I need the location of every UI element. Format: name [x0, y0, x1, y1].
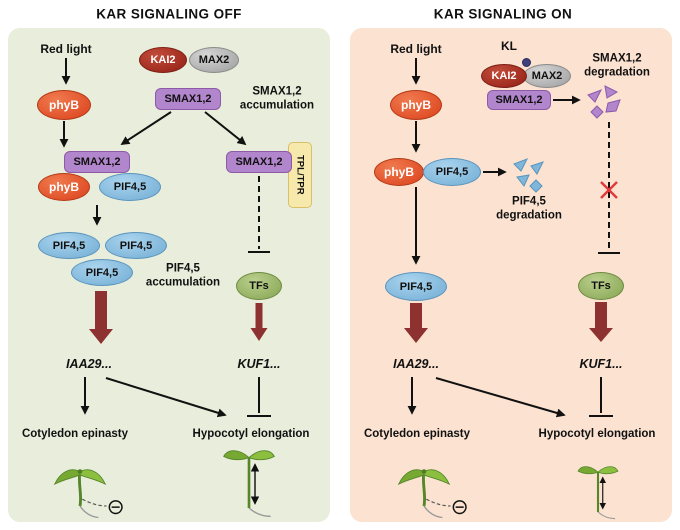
pif45-cluster-node-2: PIF4,5 [105, 232, 167, 259]
smax12-complex-node-off: SMAX1,2 [64, 151, 130, 173]
smax12-node-on: SMAX1,2 [487, 90, 551, 110]
kuf1-gene-label-off: KUF1... [237, 357, 281, 371]
smax-accumulation-label: SMAX1,2 accumulation [240, 86, 314, 113]
tpl-tpr-node: TPL/TPR [288, 142, 312, 208]
cotyledon-epinasty-label-off: Cotyledon epinasty [21, 428, 129, 440]
red-light-label-off: Red light [40, 42, 92, 56]
pif-degradation-line1: PIF4,5 [512, 195, 546, 208]
pif-accumulation-line1: PIF4,5 [166, 262, 200, 275]
pif-degradation-label: PIF4,5 degradation [496, 196, 562, 223]
smax-degradation-line2: degradation [584, 66, 650, 78]
phyb-complex-node-on: phyB [374, 158, 424, 186]
red-light-label-on: Red light [390, 42, 442, 56]
kuf1-gene-label-on: KUF1... [579, 357, 623, 371]
kai2-node-off: KAI2 [139, 47, 187, 73]
kl-ligand-dot-icon [522, 58, 531, 67]
tfs-node-on: TFs [578, 272, 624, 300]
smax12-branch-node-off: SMAX1,2 [226, 151, 292, 173]
phyb-node-on: phyB [390, 90, 442, 120]
cotyledon-epinasty-label-on: Cotyledon epinasty [363, 428, 471, 440]
pif-accumulation-label: PIF4,5 accumulation [146, 263, 220, 290]
max2-node-off: MAX2 [189, 47, 239, 73]
smax12-node-off: SMAX1,2 [155, 88, 221, 110]
smax-accumulation-line1: SMAX1,2 [252, 85, 302, 98]
panel-title-off: KAR SIGNALING OFF [96, 6, 242, 22]
iaa29-gene-label-off: IAA29... [66, 357, 112, 371]
smax-accumulation-line2: accumulation [239, 99, 315, 111]
phyb-node-off: phyB [37, 90, 91, 120]
kai2-node-on: KAI2 [481, 64, 527, 88]
iaa29-gene-label-on: IAA29... [393, 357, 439, 371]
pif-degradation-line2: degradation [496, 209, 562, 221]
smax-degradation-label: SMAX1,2 degradation [584, 53, 650, 80]
pif45-complex-node-off: PIF4,5 [99, 173, 161, 201]
pif45-node-on: PIF4,5 [385, 272, 447, 301]
panel-title-on: KAR SIGNALING ON [433, 6, 573, 22]
pif45-cluster-node-3: PIF4,5 [71, 259, 133, 286]
pif-accumulation-line2: accumulation [145, 276, 221, 288]
max2-node-on: MAX2 [523, 64, 571, 88]
pif45-complex-node-on: PIF4,5 [423, 158, 481, 186]
smax-degradation-line1: SMAX1,2 [592, 52, 642, 65]
pif45-cluster-node-1: PIF4,5 [38, 232, 100, 259]
kl-ligand-label: KL [501, 39, 517, 53]
hypocotyl-elongation-label-off: Hypocotyl elongation [192, 428, 310, 440]
hypocotyl-elongation-label-on: Hypocotyl elongation [538, 428, 656, 440]
tfs-node-off: TFs [236, 272, 282, 300]
phyb-complex-node-off: phyB [38, 173, 90, 201]
